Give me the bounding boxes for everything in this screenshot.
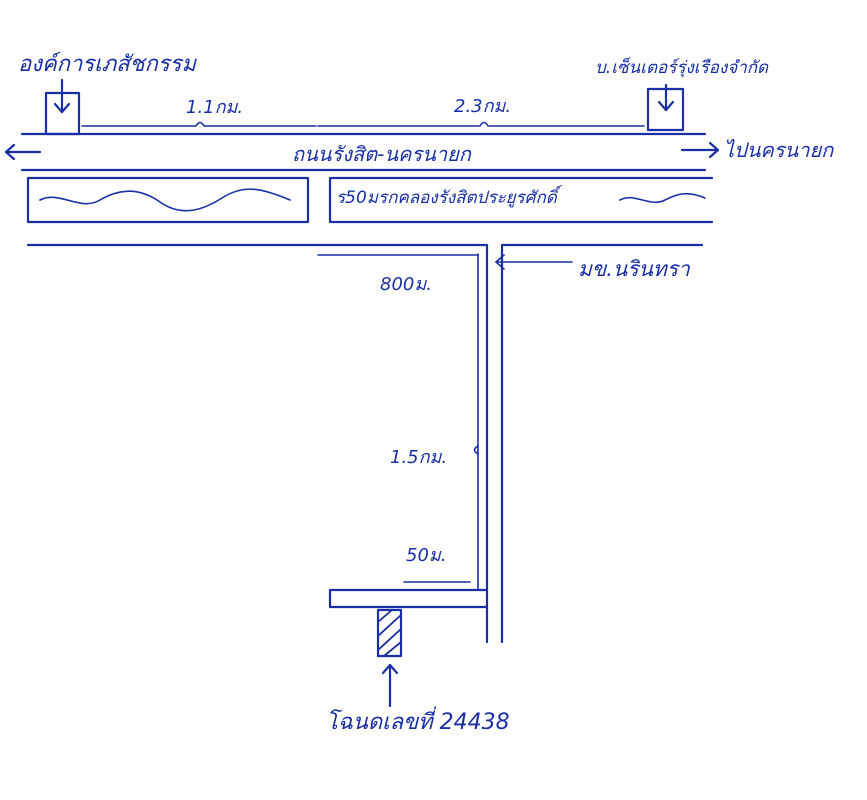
canal-label: ร50มรกคลองรังสิตประยูรศักดิ์	[336, 188, 557, 208]
side-road-pointer-icon	[495, 254, 573, 270]
side-road-distance-brace	[473, 445, 479, 455]
canal-left-wave	[39, 188, 291, 212]
left-distance-line	[81, 121, 317, 127]
canal-right-wave	[619, 192, 706, 204]
vertical-distance-label: 1.5กม.	[390, 447, 448, 468]
canal-left-box	[26, 176, 310, 224]
corner-distance-label: 800ม.	[380, 274, 432, 295]
main-road-label: ถนนรังสิต-นครนายก	[292, 142, 471, 166]
lane-distance-label: 50ม.	[406, 545, 447, 566]
right-building-label: บ.เซ็นเตอร์รุ่งเรืองจำกัด	[595, 58, 769, 78]
left-building-arrow-icon	[53, 78, 71, 114]
land-plot-box	[376, 608, 403, 658]
right-distance-label: 2.3กม.	[454, 96, 512, 117]
right-arrow-icon	[680, 141, 720, 159]
side-road-label: มข.นรินทรา	[578, 257, 690, 281]
canal-right-box	[328, 176, 714, 224]
land-plot-arrow-icon	[381, 663, 399, 708]
lane-edges	[328, 588, 489, 609]
right-distance-line	[317, 121, 645, 127]
left-distance-label: 1.1กม.	[186, 97, 244, 118]
right-building-arrow-icon	[657, 83, 675, 112]
left-building-label: องค์การเภสัชกรรม	[18, 52, 196, 77]
left-arrow-icon	[4, 143, 42, 161]
direction-label: ไปนครนายก	[724, 138, 834, 162]
land-plot-label: โฉนดเลขที่ 24438	[326, 710, 510, 735]
